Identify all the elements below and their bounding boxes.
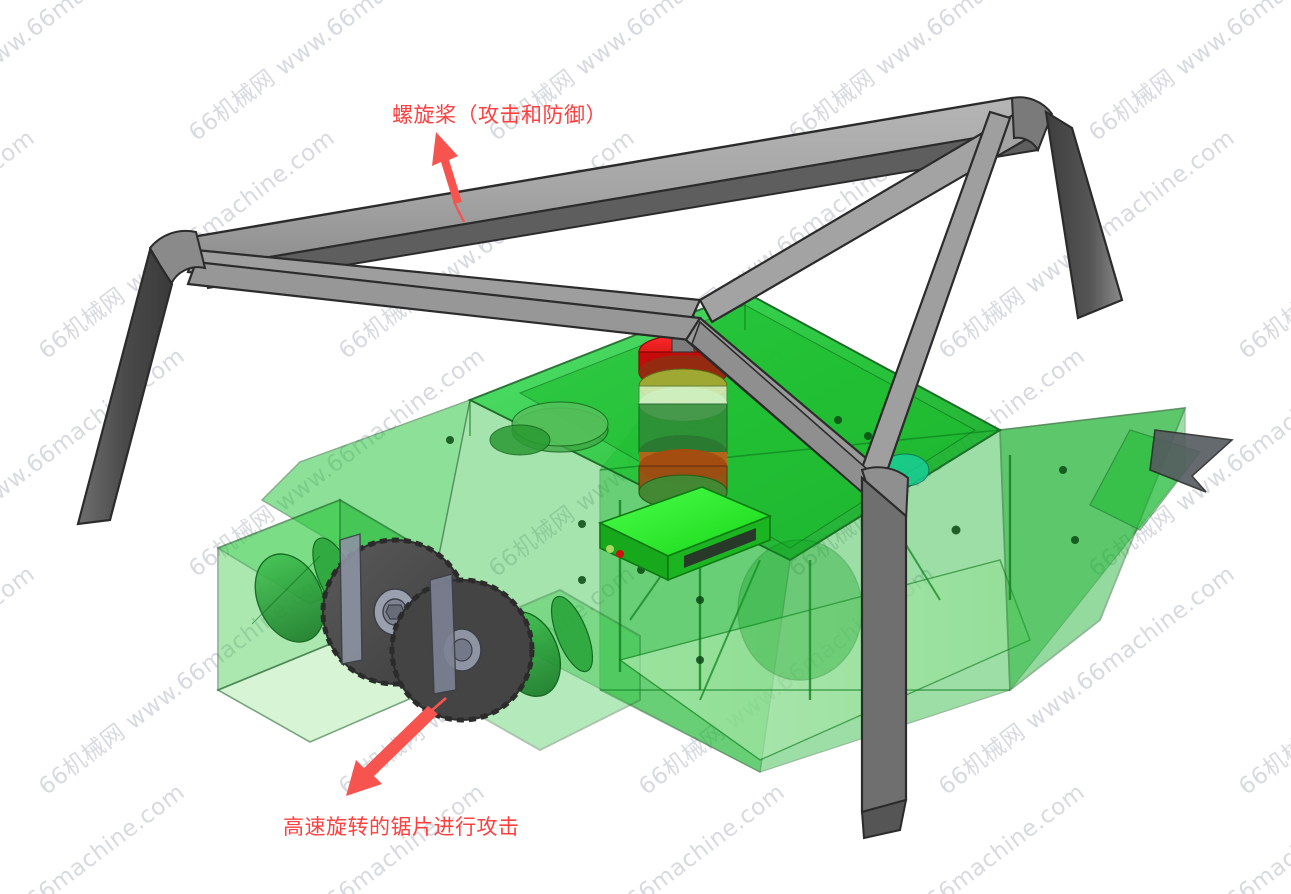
annotation-arrow-saw-blades — [346, 697, 447, 796]
controller-box — [597, 486, 773, 582]
annotation-arrow-propeller — [432, 132, 466, 223]
propeller-frame — [76, 96, 1234, 840]
saw-blade-group — [320, 533, 535, 723]
annotation-label-saw-blades: 高速旋转的锯片进行攻击 — [283, 815, 520, 839]
frame-center-leg — [860, 466, 910, 840]
annotation-label-propeller: 螺旋桨（攻击和防御） — [392, 103, 607, 127]
